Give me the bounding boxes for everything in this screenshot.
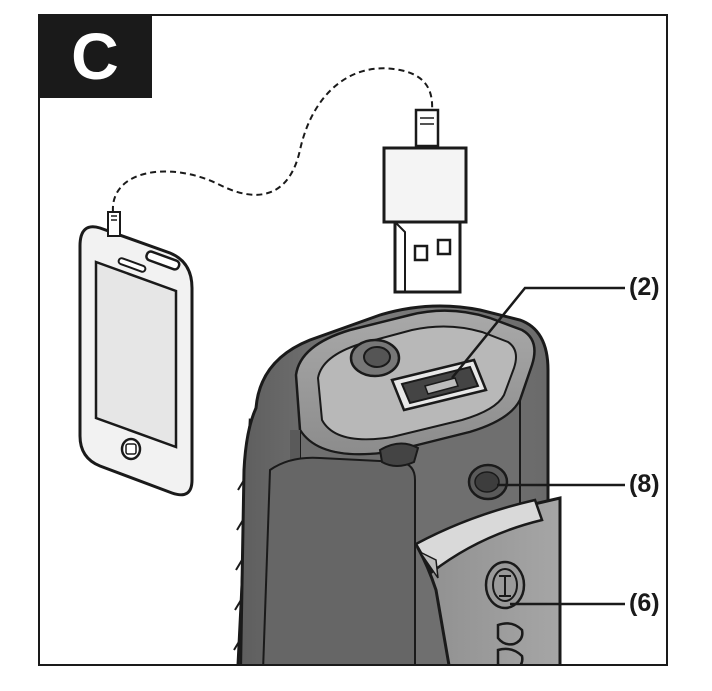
- usb-cable: [111, 67, 434, 213]
- callout-label-6: (6): [629, 589, 660, 617]
- callout-label-8: (8): [629, 470, 660, 498]
- phone-plug: [107, 211, 121, 237]
- figure-label-badge: C: [38, 14, 152, 98]
- measuring-device: [233, 304, 562, 664]
- home-button-icon: [120, 437, 142, 461]
- phone-port: [145, 250, 181, 271]
- callout-label-2: (2): [629, 273, 660, 301]
- phone-speaker: [117, 257, 147, 273]
- phone-screen: [94, 260, 178, 449]
- smartphone: [78, 211, 194, 497]
- usb-a-plug: [382, 108, 468, 294]
- leader-lines: [451, 286, 625, 606]
